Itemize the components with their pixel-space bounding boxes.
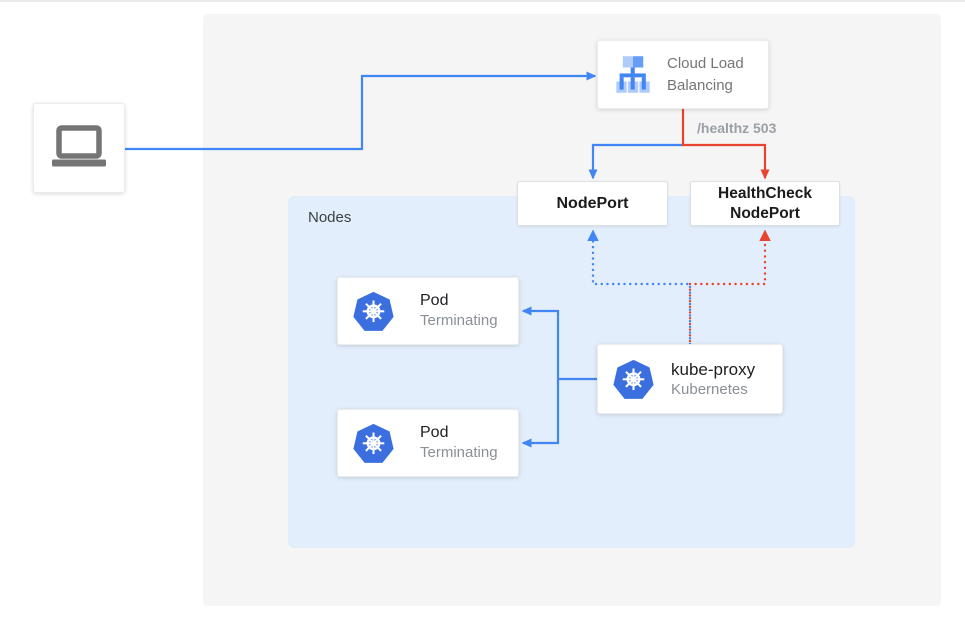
pod-node-1: Pod Terminating	[337, 277, 519, 345]
cloud-load-balancing-label: Cloud Load Balancing	[667, 55, 744, 94]
kubernetes-icon	[353, 422, 394, 464]
healthcheck-nodeport-label: HealthCheck NodePort	[718, 185, 812, 222]
cloud-load-balancing-node: Cloud Load Balancing	[597, 40, 769, 109]
kube-proxy-subtitle: Kubernetes	[671, 380, 748, 398]
healthcheck-nodeport-node: HealthCheck NodePort	[690, 181, 840, 226]
cloud-load-balancing-icon	[616, 56, 650, 93]
pod-node-2: Pod Terminating	[337, 409, 519, 477]
pod-status: Terminating	[420, 444, 498, 462]
pod-status: Terminating	[420, 312, 498, 330]
laptop-icon	[47, 122, 111, 174]
healthz-status-label: /healthz 503	[697, 120, 777, 136]
client-device-node	[33, 103, 125, 193]
kubernetes-icon	[353, 290, 394, 332]
nodeport-node: NodePort	[517, 181, 668, 226]
kube-proxy-node: kube-proxy Kubernetes	[597, 344, 783, 414]
kube-proxy-title: kube-proxy	[671, 359, 756, 379]
top-divider	[0, 0, 965, 2]
nodeport-label: NodePort	[556, 194, 629, 212]
pod-title: Pod	[420, 292, 449, 310]
kubernetes-icon	[613, 358, 654, 400]
pod-title: Pod	[420, 424, 449, 442]
nodes-panel-label: Nodes	[308, 209, 352, 226]
